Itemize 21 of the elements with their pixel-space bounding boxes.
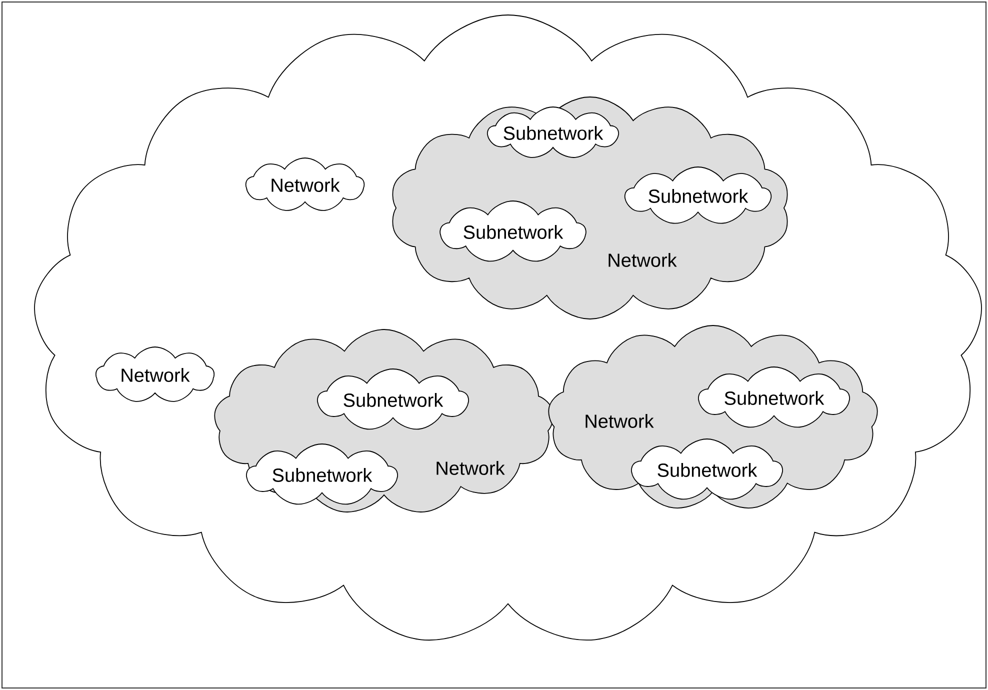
cloud-label: Subnetwork [344, 393, 444, 407]
cloud-label: Subnetwork [504, 126, 604, 140]
cloud [245, 158, 365, 211]
cloud [631, 438, 784, 500]
cloud [440, 200, 586, 262]
cloud-label: Network [586, 414, 654, 428]
cloud-label: Subnetwork [648, 189, 748, 203]
cloud-label: Subnetwork [658, 463, 758, 477]
cloud [486, 106, 620, 158]
cloud-label: Subnetwork [272, 468, 372, 482]
cloud [246, 444, 398, 505]
cloud-label: Subnetwork [464, 225, 564, 239]
cloud-label: Network [436, 461, 505, 475]
cloud-label: Network [122, 368, 190, 382]
cloud [698, 366, 850, 428]
cloud [624, 166, 772, 224]
cloud-label: Network [608, 253, 677, 267]
cloud-label: Subnetwork [724, 391, 824, 405]
cloud [317, 368, 470, 430]
cloud-label: Network [272, 178, 340, 192]
cloud [95, 346, 215, 402]
